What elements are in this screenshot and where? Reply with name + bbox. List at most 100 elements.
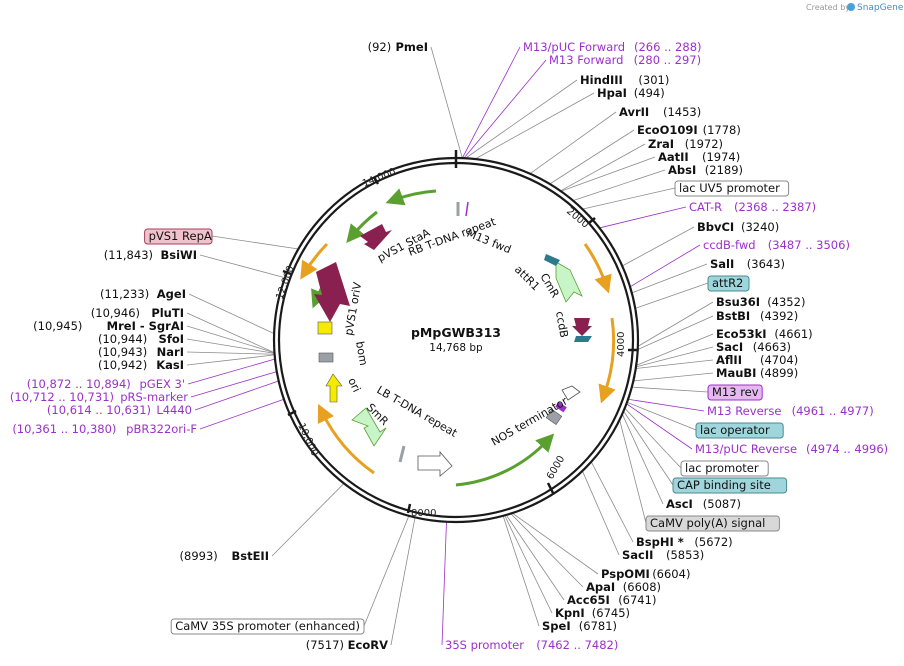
label-hpai: HpaI(494) bbox=[597, 86, 665, 100]
leader-line bbox=[633, 372, 714, 382]
tick-label-2000: 2000 bbox=[564, 206, 591, 231]
enzyme-name: MreI - SgrAI bbox=[107, 319, 184, 333]
leader-line bbox=[461, 46, 521, 159]
feature-box bbox=[707, 384, 763, 401]
leader-line bbox=[194, 380, 279, 411]
label-acc65i: Acc65I(6741) bbox=[567, 593, 656, 607]
tick-14000 bbox=[372, 176, 380, 185]
enzyme-name: PspOMI bbox=[601, 567, 650, 581]
leader-line bbox=[635, 346, 714, 368]
lb-tdna-arrow bbox=[417, 450, 453, 477]
primer-name: L4440 bbox=[156, 403, 192, 417]
tick-8000 bbox=[406, 503, 412, 514]
label-bbvci: BbvCI(3240) bbox=[697, 220, 779, 234]
pvs1-oriv-arrow bbox=[314, 262, 350, 322]
enzyme-name: PmeI bbox=[396, 40, 429, 54]
leader-line bbox=[363, 515, 410, 627]
leader-line bbox=[622, 226, 695, 267]
enzyme-position: (6741) bbox=[618, 593, 656, 607]
enzyme-position: (5853) bbox=[666, 548, 704, 562]
leader-line bbox=[510, 513, 584, 588]
feature-name: lac operator bbox=[700, 423, 770, 437]
label-35s-promoter: 35S promoter(7462 .. 7482) bbox=[445, 638, 618, 652]
enzyme-name: Bsu36I bbox=[716, 295, 760, 309]
enzyme-name: SacII bbox=[622, 548, 653, 562]
polya-box bbox=[545, 409, 563, 425]
label-saci: SacI(4663) bbox=[716, 340, 791, 354]
label-lac-uv5-promoter: lac UV5 promoter bbox=[674, 180, 790, 197]
leader-line bbox=[441, 521, 447, 646]
label-sacii: SacII (5853) bbox=[622, 548, 704, 562]
tick-label-10000: 10,000 bbox=[295, 422, 320, 458]
enzyme-position: (494) bbox=[634, 86, 665, 100]
feature-name: CaMV poly(A) signal bbox=[650, 516, 765, 530]
label-bstbi: BstBI(4392) bbox=[716, 309, 798, 323]
lb-tdna-mark bbox=[398, 445, 406, 463]
label-lac-promoter: lac promoter bbox=[680, 460, 769, 477]
leader-line bbox=[572, 169, 666, 201]
label-eco53ki: Eco53kI(4661) bbox=[716, 327, 813, 341]
label-ecorv: EcoRV(7517) bbox=[306, 638, 388, 652]
primer-position: (10,872 .. 10,894) bbox=[27, 377, 131, 391]
enzyme-position: (8993) bbox=[180, 549, 218, 563]
enzyme-position: (4352) bbox=[767, 295, 805, 309]
label-agei: AgeI(11,233) bbox=[100, 287, 186, 301]
label-mrei-sgrai: MreI - SgrAI (10,945) bbox=[33, 319, 184, 333]
feature-box bbox=[645, 515, 780, 532]
attr2-box bbox=[574, 336, 592, 342]
enzyme-position: (5087) bbox=[703, 497, 741, 511]
enzyme-position: (1453) bbox=[663, 105, 701, 119]
attr1-box bbox=[544, 254, 560, 266]
enzyme-name: BstEII bbox=[231, 549, 269, 563]
enzyme-position: (5672) bbox=[694, 535, 732, 549]
enzyme-name: SpeI bbox=[542, 619, 571, 633]
enzyme-name: AgeI bbox=[157, 287, 186, 301]
enzyme-position: (6604) bbox=[652, 567, 690, 581]
enzyme-name: ApaI bbox=[586, 580, 615, 594]
leader-line bbox=[504, 515, 553, 614]
label-m13-forward: M13 Forward(280 .. 297) bbox=[549, 53, 701, 67]
enzyme-position: (4661) bbox=[774, 327, 812, 341]
feature-name: CaMV 35S promoter (enhanced) bbox=[175, 619, 360, 633]
label-apai: ApaI (6608) bbox=[586, 580, 661, 594]
leader-line bbox=[635, 359, 714, 369]
enzyme-position: (10,946) bbox=[91, 306, 140, 320]
enzyme-name: AvrII bbox=[619, 105, 649, 119]
label-l4440: L4440(10,614 .. 10,631) bbox=[47, 403, 192, 417]
leader-line bbox=[624, 407, 682, 469]
label-asci: AscI(5087) bbox=[666, 497, 741, 511]
enzyme-position: (1972) bbox=[685, 137, 723, 151]
arc-orange-right2 bbox=[598, 317, 616, 404]
leader-line bbox=[582, 187, 676, 210]
enzyme-name: SalI bbox=[710, 257, 734, 271]
primer-position: (10,361 .. 10,380) bbox=[12, 422, 116, 436]
label-m13-reverse: M13 Reverse(4961 .. 4977) bbox=[707, 404, 874, 418]
enzyme-name: EcoRV bbox=[348, 638, 388, 652]
inner-features bbox=[314, 201, 592, 477]
tick-label-12000: 12,000 bbox=[274, 264, 296, 301]
plasmid-length: 14,768 bp bbox=[429, 342, 483, 354]
snapgene-logo-icon bbox=[847, 3, 855, 11]
label-lac-operator: lac operator bbox=[695, 422, 784, 439]
enzyme-position: (11,843) bbox=[104, 248, 153, 262]
label-m13-puc-reverse: M13/pUC Reverse(4974 .. 4996) bbox=[695, 442, 888, 456]
enzyme-position: (3643) bbox=[747, 257, 785, 271]
yellow-feature-box bbox=[317, 321, 333, 335]
enzyme-position: (6608) bbox=[623, 580, 661, 594]
primer-position: (266 .. 288) bbox=[634, 40, 702, 54]
enzyme-name: AatII bbox=[658, 150, 689, 164]
label-pspomi: PspOMI(6604) bbox=[601, 567, 690, 581]
label-ccdb-fwd: ccdB-fwd(3487 .. 3506) bbox=[703, 238, 850, 252]
enzyme-position: (1974) bbox=[702, 150, 740, 164]
primer-name: M13/pUC Reverse bbox=[695, 442, 797, 456]
enzyme-position: (301) bbox=[638, 73, 669, 87]
leader-line bbox=[512, 512, 599, 575]
leader-line bbox=[631, 386, 709, 393]
m13rev-mark bbox=[555, 401, 567, 413]
leader-line bbox=[186, 351, 275, 355]
feature-box bbox=[707, 275, 750, 292]
leader-line bbox=[505, 514, 565, 601]
arc-orange-right bbox=[583, 243, 612, 294]
enzyme-position: (10,945) bbox=[33, 319, 82, 333]
leader-line bbox=[529, 111, 617, 175]
